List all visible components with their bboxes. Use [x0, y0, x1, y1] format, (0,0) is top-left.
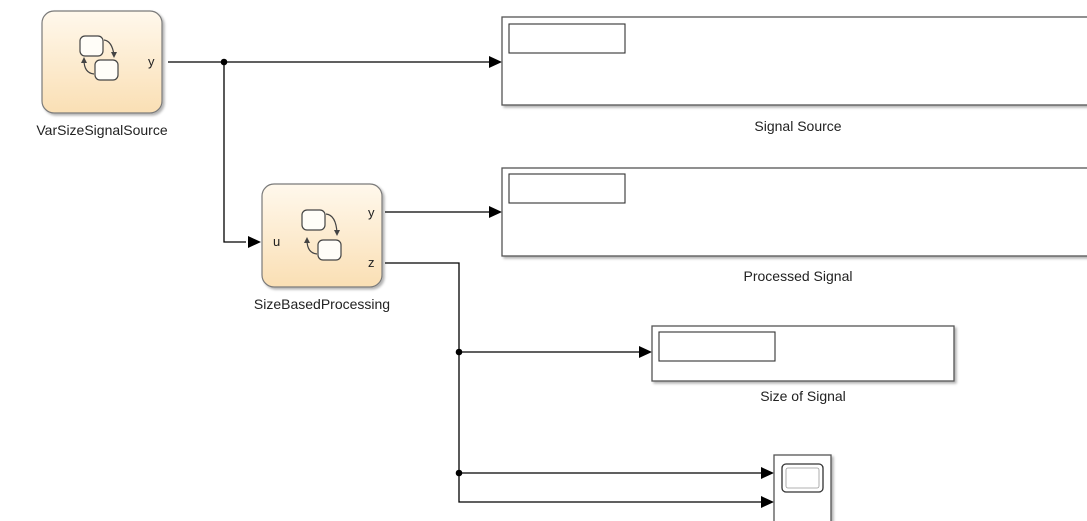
stateflow-chart-icon [301, 209, 342, 261]
block-label: Signal Source [754, 118, 841, 134]
arrowhead [248, 236, 261, 248]
arrowhead [761, 496, 774, 508]
size-based-processing-block[interactable]: u y z SizeBasedProcessing [254, 183, 390, 312]
size-of-signal-display-block[interactable]: Size of Signal [651, 325, 955, 404]
scope-block[interactable] [773, 454, 832, 521]
signal-source-display-block[interactable]: Signal Source [501, 16, 1087, 134]
signal-line-processed-z[interactable] [385, 262, 762, 503]
branch-point [455, 348, 463, 356]
arrowhead [489, 206, 502, 218]
in-port-label-u: u [273, 234, 280, 249]
branch-point [220, 58, 228, 66]
stateflow-chart-icon [79, 35, 119, 81]
out-port-label-y: y [368, 205, 375, 220]
branch-point [455, 469, 463, 477]
block-label: Size of Signal [760, 388, 846, 404]
block-label: Processed Signal [744, 268, 853, 284]
arrowhead [639, 346, 652, 358]
processed-signal-display-block[interactable]: Processed Signal [501, 167, 1087, 284]
block-label: SizeBasedProcessing [254, 296, 390, 312]
display-value-field [508, 23, 626, 54]
arrowhead [489, 56, 502, 68]
display-value-field [508, 173, 626, 204]
var-size-signal-source-block[interactable]: y VarSizeSignalSource [36, 10, 168, 138]
signal-lines [168, 61, 762, 503]
arrowheads [248, 56, 774, 508]
signal-line-source-to-processing[interactable] [223, 62, 246, 243]
display-value-field [658, 331, 776, 362]
arrowhead [761, 467, 774, 479]
block-label: VarSizeSignalSource [36, 122, 167, 138]
out-port-label-y: y [148, 54, 155, 69]
scope-screen-icon [781, 463, 824, 493]
chart-block-body[interactable] [261, 183, 383, 288]
out-port-label-z: z [368, 255, 375, 270]
